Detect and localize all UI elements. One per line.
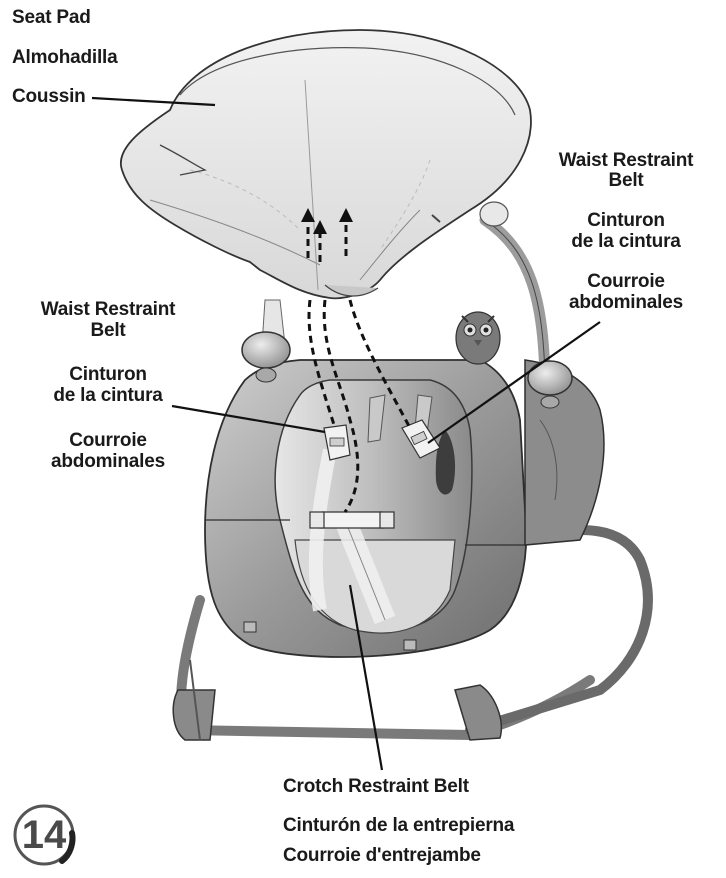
label-waist-belt-left-fr-1: Courroie	[20, 430, 196, 452]
label-waist-belt-left-en-2: Belt	[20, 320, 196, 342]
label-waist-belt-left-es-1: Cinturon	[20, 364, 196, 386]
label-crotch-belt-en: Crotch Restraint Belt	[283, 776, 469, 798]
label-crotch-belt-fr: Courroie d'entrejambe	[283, 845, 481, 867]
label-seat-pad-fr: Coussin	[12, 86, 86, 108]
label-waist-belt-left-en-1: Waist Restraint	[20, 299, 196, 321]
label-waist-belt-right-en-1: Waist Restraint	[538, 150, 714, 172]
label-waist-belt-left-es-2: de la cintura	[20, 385, 196, 407]
seat-pad	[121, 30, 531, 298]
label-waist-belt-right-fr-2: abdominales	[538, 292, 714, 314]
label-waist-belt-right-es-2: de la cintura	[538, 231, 714, 253]
label-seat-pad-es: Almohadilla	[12, 47, 117, 69]
label-waist-belt-right-en-2: Belt	[538, 170, 714, 192]
label-seat-pad-en: Seat Pad	[12, 7, 91, 29]
crotch-buckle	[310, 512, 394, 528]
label-waist-belt-left-fr-2: abdominales	[20, 451, 196, 473]
label-waist-belt-right-fr-1: Courroie	[538, 271, 714, 293]
step-number: 14	[12, 803, 76, 867]
label-waist-belt-right-es-1: Cinturon	[538, 210, 714, 232]
owl-toy	[456, 312, 500, 364]
label-crotch-belt-es: Cinturón de la entrepierna	[283, 815, 514, 837]
